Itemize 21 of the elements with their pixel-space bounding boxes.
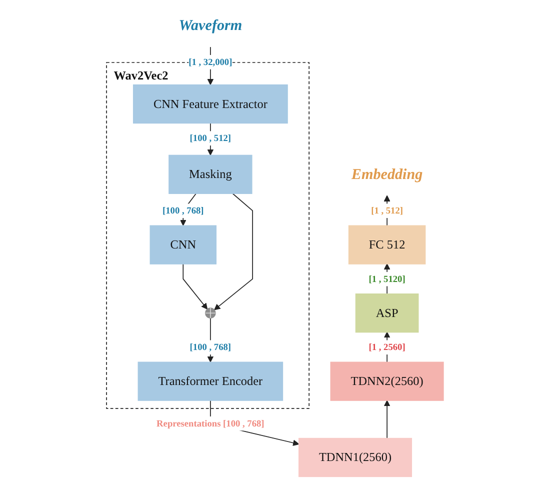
node-box: Masking — [168, 154, 252, 194]
node-box: CNN — [150, 225, 217, 264]
node-box: FC 512 — [348, 225, 426, 264]
node-box: TDNN1(2560) — [298, 438, 412, 478]
edge-label: [100 , 768] — [162, 205, 204, 216]
edge-label: [1 , 512] — [371, 205, 404, 216]
arrow — [384, 400, 390, 439]
edge-label: [1 , 32,000] — [188, 56, 232, 68]
arrow — [214, 193, 253, 310]
node-box: TDNN2(2560) — [330, 362, 444, 401]
node-box: Transformer Encoder — [138, 362, 284, 401]
arrow — [182, 264, 208, 310]
edge-label: [1 , 5120] — [368, 273, 406, 284]
node-text: Waveform — [178, 16, 242, 34]
node-text: Embedding — [351, 165, 423, 182]
node-box: CNN Feature Extractor — [132, 84, 288, 124]
node-box: ASP — [355, 293, 419, 333]
edge-label: [100 , 768] — [190, 342, 232, 352]
edge-label: Representations [100 , 768] — [156, 418, 264, 429]
edge-label: [100 , 512] — [190, 132, 232, 144]
edge-label: [1 , 2560] — [368, 342, 406, 352]
